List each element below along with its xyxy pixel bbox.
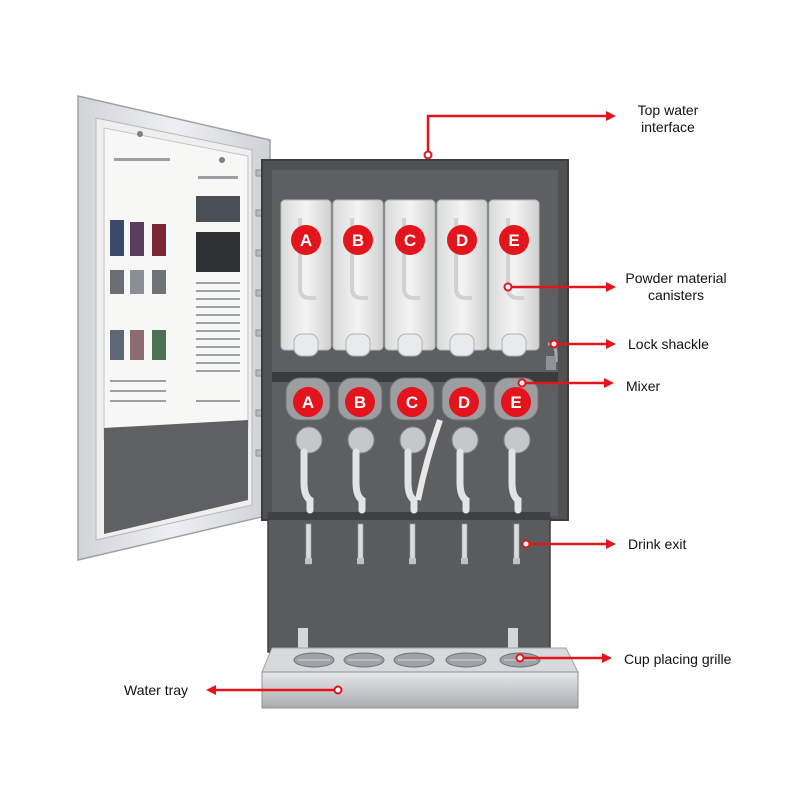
mixer-c: C <box>389 377 435 565</box>
powder-canister-d: D <box>436 199 488 357</box>
label-cup-placing-grille: Cup placing grille <box>624 651 732 667</box>
callout-lines <box>206 111 616 695</box>
callout-dot-top-water <box>423 150 433 160</box>
drink-exit-nozzle <box>357 523 364 565</box>
water-tray <box>261 628 579 709</box>
callout-dot-grille <box>515 653 525 663</box>
callout-line-top-water <box>426 114 610 154</box>
label-mixer: Mixer <box>626 378 661 394</box>
label-top-water-line2: interface <box>641 119 695 135</box>
mixer-letter: B <box>354 393 366 412</box>
canister-letter: D <box>456 231 468 250</box>
powder-canister-c: C <box>384 199 436 357</box>
poster-content <box>110 158 240 402</box>
canister-letter: C <box>404 231 416 250</box>
canister-badge-c: C <box>395 225 425 255</box>
mixer-b: B <box>337 377 383 565</box>
canister-letter: A <box>300 231 312 250</box>
mixer-badge-a: A <box>293 387 323 417</box>
label-top-water-line1: Top water <box>637 102 699 118</box>
callout-dot-lock <box>549 339 559 349</box>
canister-badge-d: D <box>447 225 477 255</box>
callout-dot-drink-exit <box>521 539 531 549</box>
powder-canisters: A B C D E <box>280 199 540 357</box>
drink-exit-nozzle <box>409 523 416 565</box>
callout-dot-mixer <box>517 378 527 388</box>
open-door <box>77 95 271 561</box>
canister-letter: B <box>352 231 364 250</box>
drink-exit-nozzle <box>513 523 520 565</box>
label-lock-shackle: Lock shackle <box>628 336 709 352</box>
label-water-tray: Water tray <box>124 682 189 698</box>
callout-dot-powder <box>503 282 513 292</box>
canister-badge-e: E <box>499 225 529 255</box>
drink-exit-nozzle <box>461 523 468 565</box>
powder-canister-b: B <box>332 199 384 357</box>
drink-exit-nozzle <box>305 523 312 565</box>
mixer-letter: A <box>302 393 314 412</box>
powder-canister-a: A <box>280 199 332 357</box>
powder-canister-e: E <box>488 199 540 357</box>
mixer-badge-b: B <box>345 387 375 417</box>
callout-dot-water-tray <box>333 685 343 695</box>
mixer-letter: C <box>406 393 418 412</box>
label-powder-material-canisters: Powder material canisters <box>616 270 736 304</box>
label-powder-line2: canisters <box>647 287 705 303</box>
canister-letter: E <box>508 231 519 250</box>
mixer-e: E <box>493 377 539 565</box>
mixers: A B C D E <box>285 377 539 565</box>
mixer-badge-d: D <box>449 387 479 417</box>
mixer-letter: D <box>458 393 470 412</box>
mixer-badge-e: E <box>501 387 531 417</box>
label-top-water-interface: Top water interface <box>628 102 708 136</box>
mixer-d: D <box>441 377 487 565</box>
label-powder-line1: Powder material <box>625 270 727 286</box>
mixer-badge-c: C <box>397 387 427 417</box>
canister-badge-b: B <box>343 225 373 255</box>
label-drink-exit: Drink exit <box>628 536 687 552</box>
mixer-a: A <box>285 377 331 565</box>
canister-badge-a: A <box>291 225 321 255</box>
mixer-letter: E <box>510 393 521 412</box>
